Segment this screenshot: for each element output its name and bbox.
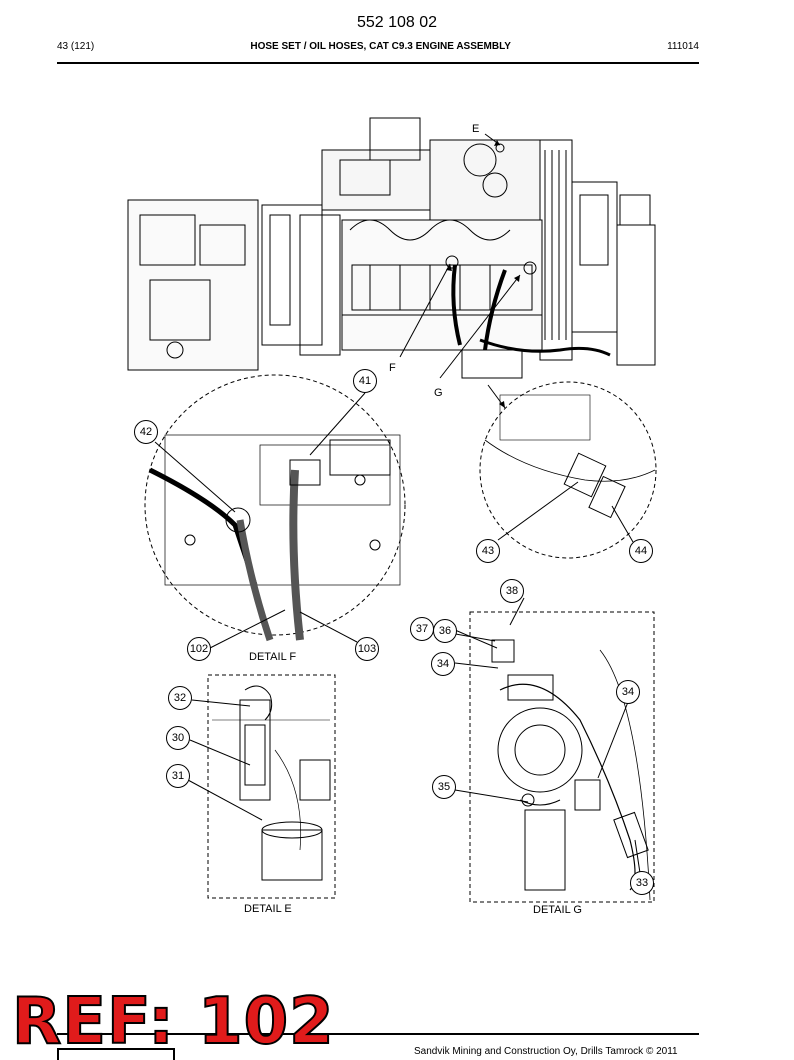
callout-103: 103 <box>355 637 379 661</box>
callout-42: 42 <box>134 420 158 444</box>
detail-letter-e: E <box>472 123 480 135</box>
page-title: HOSE SET / OIL HOSES, CAT C9.3 ENGINE AS… <box>250 41 511 52</box>
engine-assembly-illustration <box>127 117 656 379</box>
callout-38: 38 <box>500 579 524 603</box>
detail-g-illustration <box>469 611 655 903</box>
brand-logo <box>57 1048 175 1060</box>
callout-102: 102 <box>187 637 211 661</box>
callout-43: 43 <box>476 539 500 563</box>
callout-37: 37 <box>410 617 434 641</box>
footer-rule <box>57 1033 699 1035</box>
detail-letter-f: F <box>389 362 396 374</box>
detail-e-illustration <box>207 674 336 899</box>
callout-41: 41 <box>353 369 377 393</box>
callout-33: 33 <box>630 871 654 895</box>
callout-44: 44 <box>629 539 653 563</box>
callout-34: 34 <box>431 652 455 676</box>
detail-44-illustration <box>479 381 657 559</box>
detail-f-illustration <box>144 374 406 642</box>
callout-32: 32 <box>168 686 192 710</box>
detail-g-caption: DETAIL G <box>533 904 582 916</box>
page-number: 43 (121) <box>57 41 95 52</box>
callout-30: 30 <box>166 726 190 750</box>
header-rule <box>57 62 699 64</box>
callout-31: 31 <box>166 764 190 788</box>
callout-35: 35 <box>432 775 456 799</box>
detail-e-caption: DETAIL E <box>244 903 292 915</box>
callout-34: 34 <box>616 680 640 704</box>
doc-number: 552 108 02 <box>356 14 438 31</box>
footer-copyright: Sandvik Mining and Construction Oy, Dril… <box>414 1046 678 1057</box>
page-header: 43 (121) HOSE SET / OIL HOSES, CAT C9.3 … <box>57 41 699 52</box>
detail-f-caption: DETAIL F <box>249 651 297 663</box>
date-code: 111014 <box>667 41 699 52</box>
callout-36: 36 <box>433 619 457 643</box>
ref-stamp: REF: 102 <box>11 984 335 1060</box>
detail-letter-g: G <box>434 387 443 399</box>
